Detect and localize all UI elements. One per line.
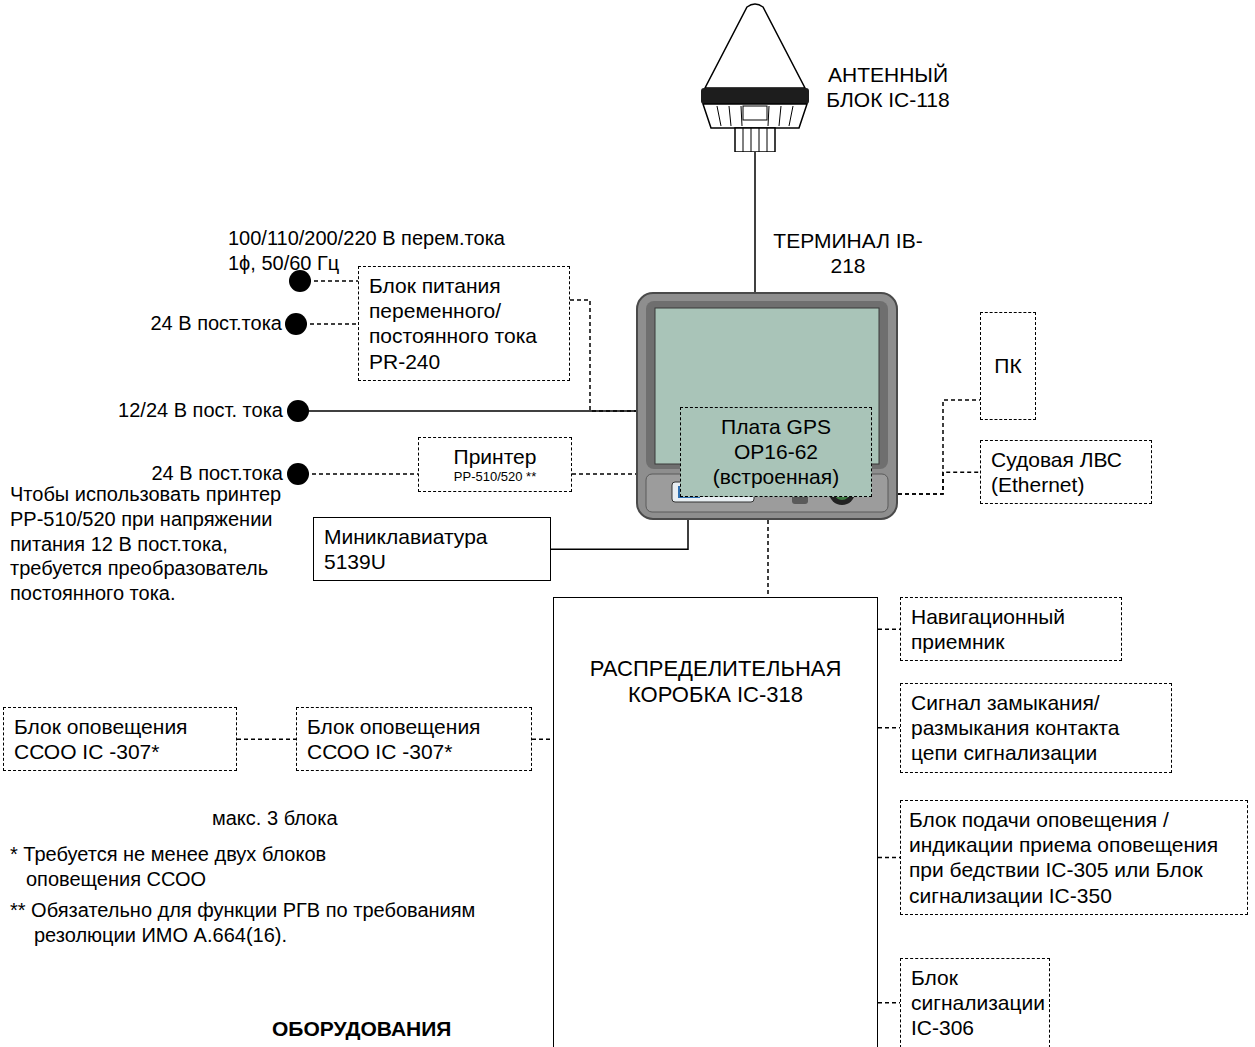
box-text: ПК [985,353,1031,378]
cable-connector [237,738,296,740]
cable-connector [898,472,980,494]
equipment-box: ПК [980,312,1036,420]
cable-connector [532,738,553,740]
supply-voltage: 12/24 В пост. тока [118,398,283,423]
equipment-box: Судовая ЛВС (Ethernet) [980,440,1152,504]
note-text: ** Обязательно для функции РГВ по требов… [10,898,564,948]
cable-connector [878,727,900,729]
box-text: РАСПРЕДЕЛИТЕЛЬНАЯ КОРОБКА IC-318 [562,656,869,709]
box-text: Блок сигнализации IC-306 [911,965,1039,1041]
power-wire [298,473,418,475]
note-text: макс. 3 блока [212,806,338,831]
power-terminal-dot [287,400,309,422]
cable-connector [878,1002,900,1004]
equipment-box: Навигационный приемник [900,597,1122,661]
equipment-box: Блок оповещения ССОО IC -307* [3,707,237,771]
equipment-box: РАСПРЕДЕЛИТЕЛЬНАЯ КОРОБКА IC-318 [553,597,878,1047]
box-text: Блок оповещения ССОО IC -307* [307,714,521,764]
box-text: Навигационный приемник [911,604,1111,654]
supply-voltage: 100/110/200/220 В перем.тока 1ϕ, 50/60 Г… [228,226,528,276]
cable-connector [551,520,688,549]
equipment-box: Блок оповещения ССОО IC -307* [296,707,532,771]
note-text: * Требуется не менее двух блоков оповеще… [10,842,446,892]
cable-connector [767,520,769,597]
supply-voltage: 24 В пост.тока [151,461,283,486]
box-text: Плата GPS OP16-62 (встроенная) [689,414,863,490]
cable-connector [878,628,900,630]
power-wire [298,410,636,412]
box-text: Блок подачи оповещения / индикации прием… [909,807,1239,908]
cable-connector [878,857,900,859]
antenna-unit: АНТЕННЫЙ БЛОК IC-118 [695,2,815,152]
power-terminal-dot [287,463,309,485]
power-terminals [285,270,311,485]
supply-voltage: 24 В пост.тока [150,311,282,336]
box-text: Принтер [427,444,563,469]
cable-connector [898,400,980,494]
terminal-unit: ТЕРМИНАЛ IB-218Плата GPS OP16-62 (встрое… [636,292,898,520]
note-text: Чтобы использовать принтер PP-510/520 пр… [10,482,308,606]
equipment-box: Плата GPS OP16-62 (встроенная) [680,407,872,497]
power-terminal-dot [285,313,307,335]
section-heading: ОБОРУДОВАНИЯ [272,1016,451,1042]
cable-connector [572,473,636,475]
model-number: PP-510/520 ** [427,469,563,485]
box-text: Блок оповещения ССОО IC -307* [14,714,226,764]
equipment-box: Миниклавиатура 5139U [313,517,551,581]
unit-title: АНТЕННЫЙ БЛОК IC-118 [823,62,953,112]
unit-title: ТЕРМИНАЛ IB-218 [768,228,928,278]
box-text: Блок питания переменного/ постоянного то… [369,273,559,374]
box-text: Миниклавиатура 5139U [324,524,540,574]
box-text: Сигнал замыкания/ размыкания контакта це… [911,690,1161,766]
cable-connector [754,152,756,292]
equipment-box: ПринтерPP-510/520 ** [418,437,572,492]
equipment-box: Блок питания переменного/ постоянного то… [358,266,570,381]
equipment-box: Сигнал замыкания/ размыкания контакта це… [900,683,1172,773]
equipment-box: Блок подачи оповещения / индикации прием… [900,800,1248,915]
cable-connector [570,300,636,411]
equipment-box: Блок сигнализации IC-306 [900,958,1050,1047]
antenna-illustration [695,2,815,152]
box-text: Судовая ЛВС (Ethernet) [991,447,1141,497]
